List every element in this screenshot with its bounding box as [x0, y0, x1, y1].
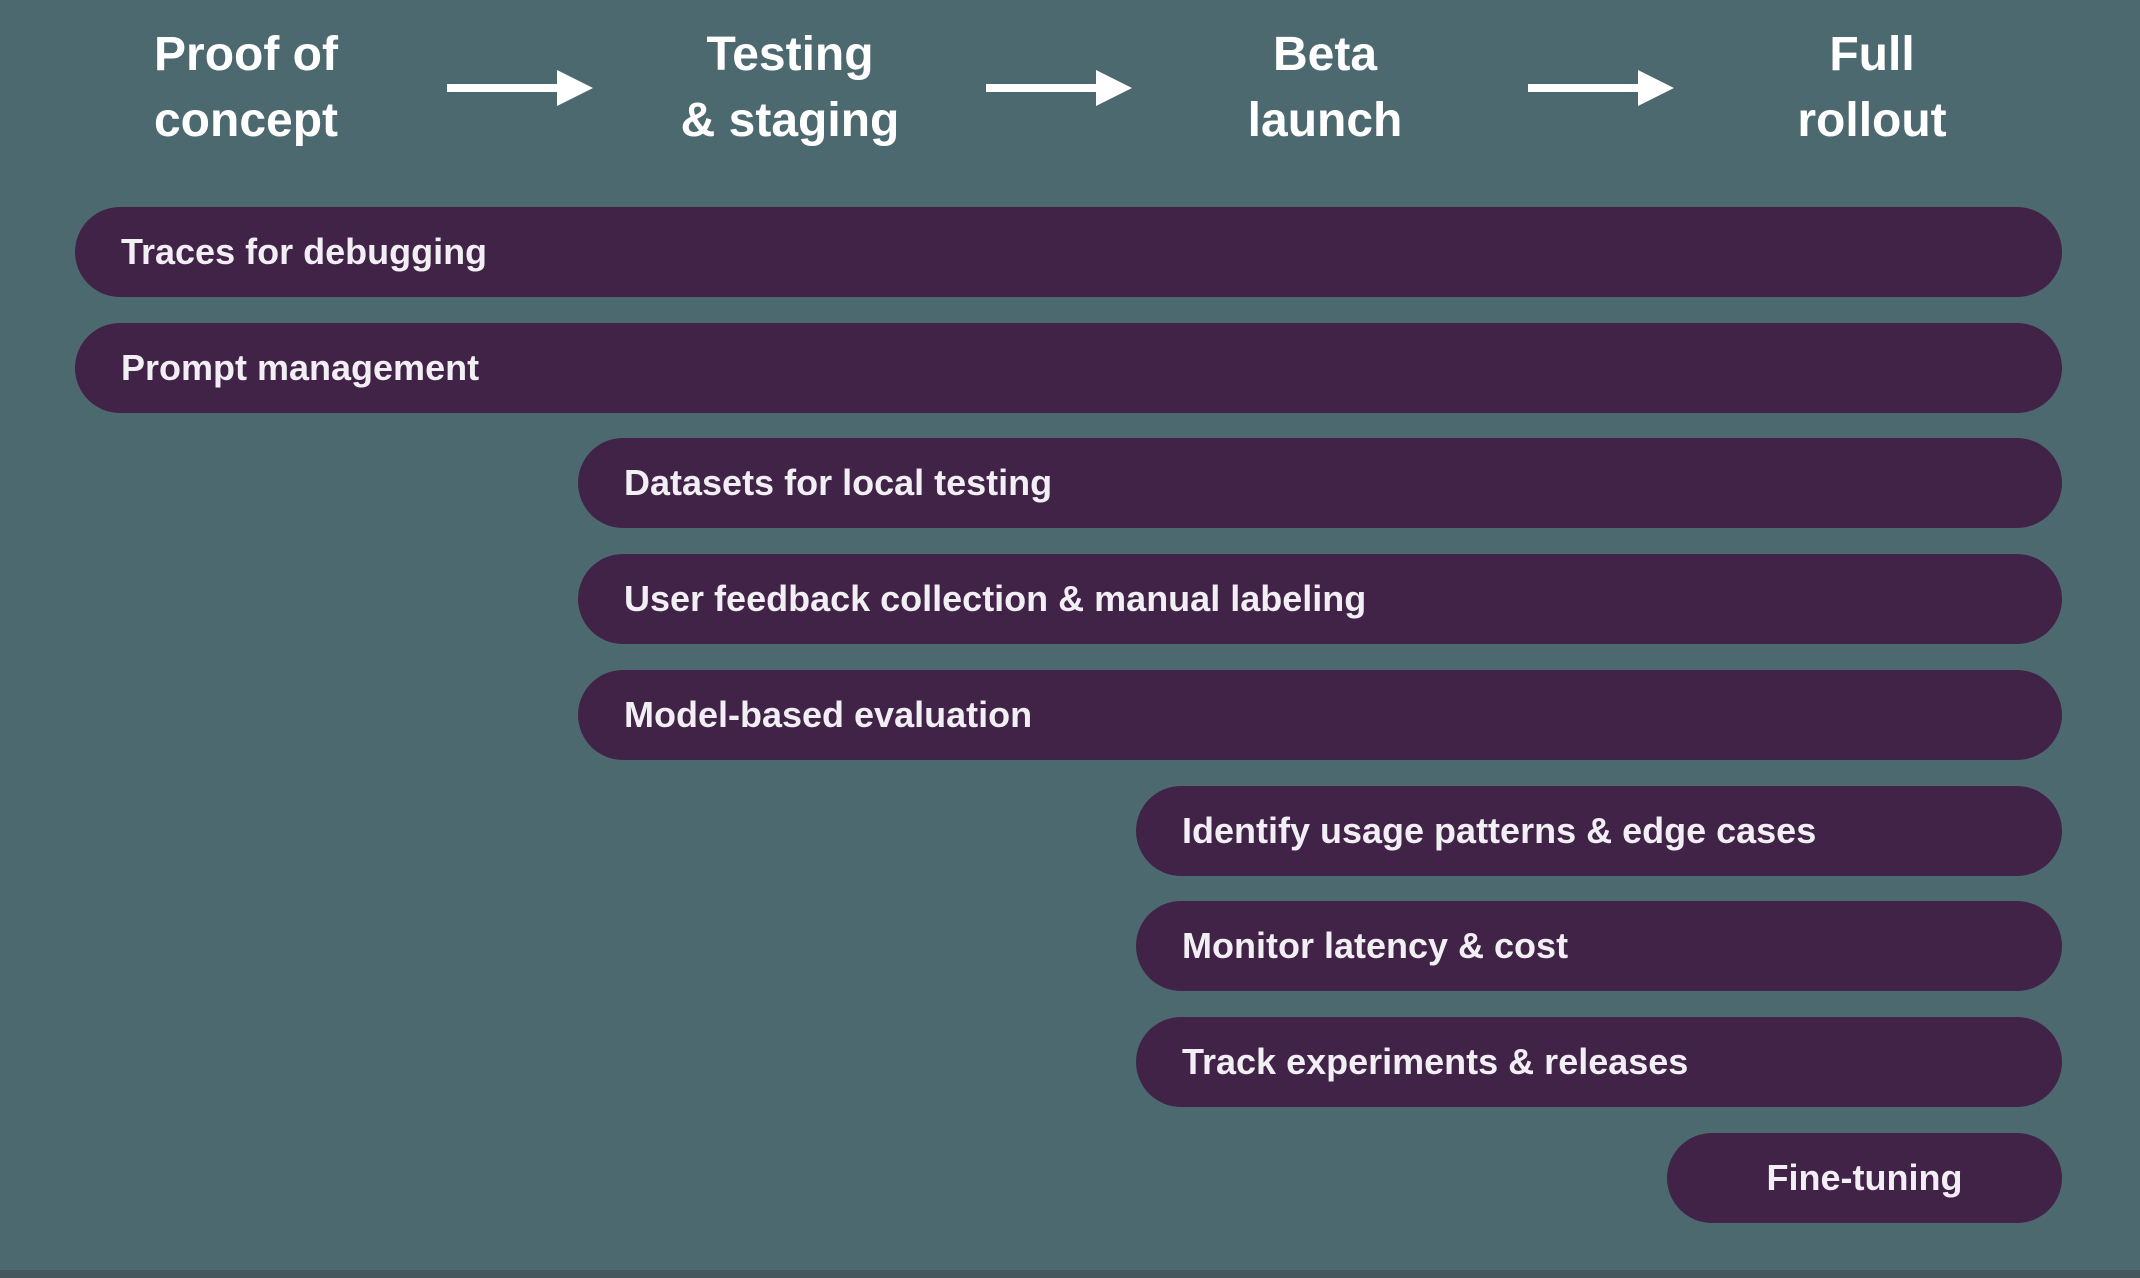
bar-label: Traces for debugging: [121, 231, 488, 272]
phase-header-testing-staging: Testing & staging: [681, 22, 900, 154]
phase-label-line: Proof of: [154, 28, 338, 81]
bottom-edge-divider: [0, 1270, 2140, 1278]
bar-identify-usage-patterns: Identify usage patterns & edge cases: [1136, 786, 2062, 876]
phase-label-line: launch: [1247, 94, 1403, 147]
bar-fine-tuning: Fine-tuning: [1667, 1133, 2062, 1223]
right-arrow-icon: [447, 70, 593, 106]
bar-user-feedback-collection: User feedback collection & manual labeli…: [578, 554, 2062, 644]
phase-label-line: rollout: [1797, 94, 1947, 147]
bar-model-based-evaluation: Model-based evaluation: [578, 670, 2062, 760]
phase-header-proof-of-concept: Proof of concept: [154, 22, 338, 154]
bar-datasets-for-local-testing: Datasets for local testing: [578, 438, 2062, 528]
bar-label: Prompt management: [121, 347, 480, 388]
bar-prompt-management: Prompt management: [75, 323, 2062, 413]
bar-label: Monitor latency & cost: [1182, 925, 1569, 966]
phase-label-line: concept: [153, 94, 339, 147]
bar-label: Datasets for local testing: [624, 462, 1053, 503]
phase-header-full-rollout: Full rollout: [1797, 22, 1946, 154]
bar-label: Track experiments & releases: [1182, 1041, 1689, 1082]
bar-traces-for-debugging: Traces for debugging: [75, 207, 2062, 297]
phase-label-line: Testing: [706, 28, 874, 81]
bar-label: User feedback collection & manual labeli…: [624, 578, 1367, 619]
right-arrow-icon: [986, 70, 1132, 106]
bar-track-experiments-releases: Track experiments & releases: [1136, 1017, 2062, 1107]
phase-label-line: Beta: [1272, 28, 1378, 81]
phase-label-line: & staging: [680, 94, 900, 147]
bar-label: Model-based evaluation: [624, 694, 1033, 735]
phase-label-line: Full: [1829, 28, 1915, 81]
bar-label: Fine-tuning: [1766, 1157, 1963, 1198]
right-arrow-icon: [1528, 70, 1674, 106]
bar-label: Identify usage patterns & edge cases: [1182, 810, 1817, 851]
bar-monitor-latency-cost: Monitor latency & cost: [1136, 901, 2062, 991]
phase-header-beta-launch: Beta launch: [1248, 22, 1403, 154]
